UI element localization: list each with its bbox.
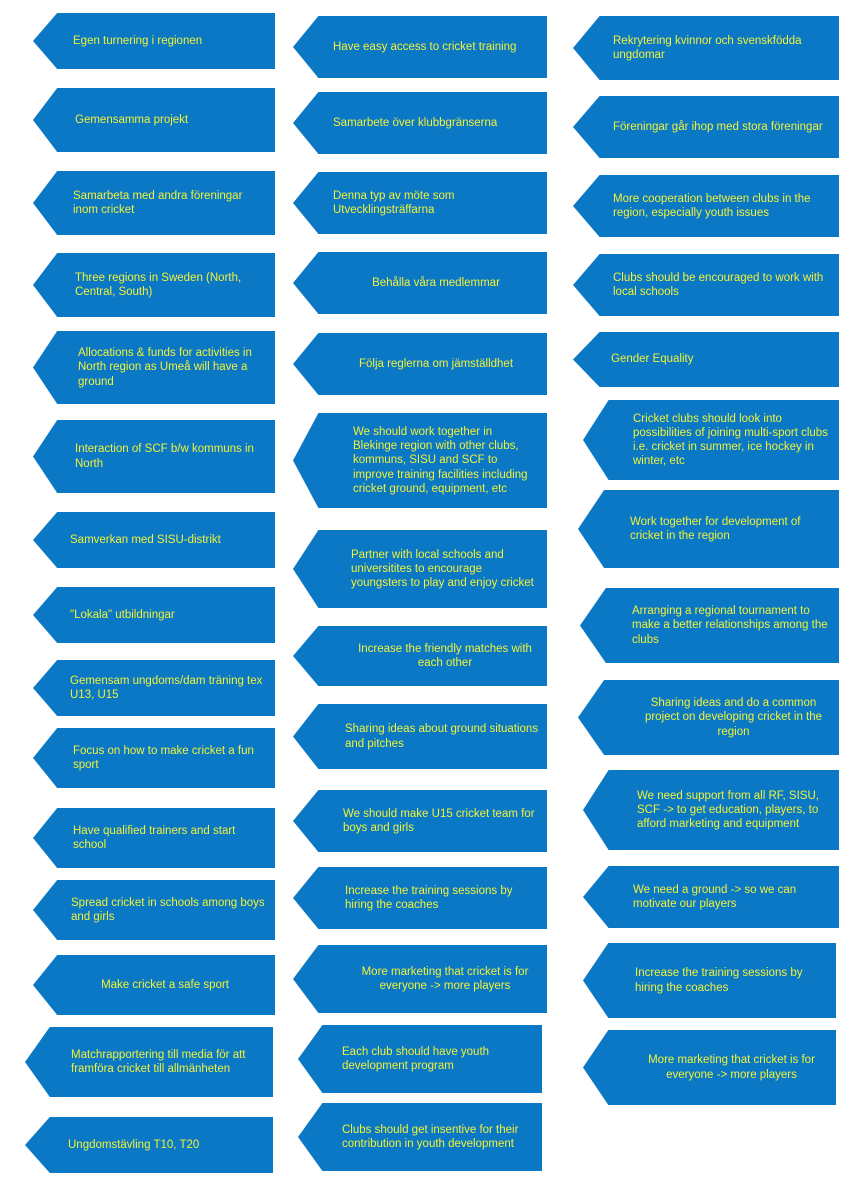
idea-arrow: Samarbeta med andra föreningar inom cric…	[33, 171, 275, 235]
idea-arrow: We need a ground -> so we can motivate o…	[583, 866, 839, 928]
idea-arrow: Increase the training sessions by hiring…	[583, 943, 836, 1018]
idea-text: Increase the training sessions by hiring…	[635, 967, 803, 994]
idea-arrow: Increase the friendly matches with each …	[293, 626, 547, 686]
idea-text: Sharing ideas and do a common project on…	[644, 697, 823, 738]
idea-text: Samarbete över klubbgränserna	[333, 116, 498, 129]
idea-arrow: Partner with local schools and universit…	[293, 530, 547, 608]
idea-text: We need support from all RF, SISU, SCF -…	[637, 789, 819, 830]
idea-text: Rekrytering kvinnor och svenskfödda ungd…	[613, 34, 802, 61]
idea-arrow: Föreningar går ihop med stora föreningar	[573, 96, 839, 158]
idea-arrow: Sharing ideas about ground situations an…	[293, 704, 547, 769]
idea-arrow: We should work together in Blekinge regi…	[293, 413, 547, 508]
idea-arrow: Gemensam ungdoms/dam träning tex U13, U1…	[33, 660, 275, 716]
idea-arrow: Matchrapportering till media för att fra…	[25, 1027, 273, 1097]
idea-arrow: We should make U15 cricket team for boys…	[293, 790, 547, 852]
idea-text: We should make U15 cricket team for boys…	[343, 807, 535, 834]
idea-text: Allocations & funds for activities in No…	[78, 347, 252, 388]
idea-text: Interaction of SCF b/w kommuns in North	[75, 443, 254, 470]
idea-arrow: Följa reglerna om jämställdhet	[293, 333, 547, 395]
idea-arrow: Have easy access to cricket training	[293, 16, 547, 78]
idea-text: Egen turnering i regionen	[73, 34, 203, 47]
idea-arrow: Each club should have youth development …	[298, 1025, 542, 1093]
idea-text: Ungdomstävling T10, T20	[68, 1138, 200, 1151]
idea-arrow: Rekrytering kvinnor och svenskfödda ungd…	[573, 16, 839, 80]
idea-text: Focus on how to make cricket a fun sport	[73, 744, 254, 771]
idea-text: Cricket clubs should look into possibili…	[633, 412, 828, 468]
idea-arrow: Make cricket a safe sport	[33, 955, 275, 1015]
idea-text: More cooperation between clubs in the re…	[613, 192, 811, 219]
idea-arrow: Samverkan med SISU-distrikt	[33, 512, 275, 568]
idea-arrow: "Lokala" utbildningar	[33, 587, 275, 643]
idea-arrow: Arranging a regional tournament to make …	[580, 588, 839, 663]
idea-text: Arranging a regional tournament to make …	[632, 605, 828, 646]
idea-text: Gender Equality	[611, 353, 694, 366]
idea-text: Samarbeta med andra föreningar inom cric…	[73, 189, 243, 216]
idea-arrow: Gemensamma projekt	[33, 88, 275, 152]
idea-arrow: Clubs should be encouraged to work with …	[573, 254, 839, 316]
idea-text: Make cricket a safe sport	[101, 978, 229, 991]
idea-text: Spread cricket in schools among boys and…	[71, 896, 265, 923]
idea-text: Increase the friendly matches with each …	[358, 642, 532, 669]
idea-arrow: Work together for development of cricket…	[578, 490, 839, 568]
idea-text: Matchrapportering till media för att fra…	[71, 1048, 246, 1075]
idea-text: Samverkan med SISU-distrikt	[70, 533, 221, 546]
idea-arrow: Increase the training sessions by hiring…	[293, 867, 547, 929]
idea-text: Följa reglerna om jämställdhet	[358, 357, 514, 370]
idea-text: Sharing ideas about ground situations an…	[345, 723, 539, 750]
idea-arrow: More marketing that cricket is for every…	[293, 945, 547, 1013]
idea-arrow: Denna typ av möte som Utvecklingsträffar…	[293, 172, 547, 234]
idea-arrow: More marketing that cricket is for every…	[583, 1030, 836, 1105]
idea-arrow: Interaction of SCF b/w kommuns in North	[33, 420, 275, 493]
idea-text: Each club should have youth development …	[342, 1045, 490, 1072]
idea-text: Have qualified trainers and start school	[73, 824, 236, 851]
idea-arrow: Clubs should get insentive for their con…	[298, 1103, 542, 1171]
idea-arrow: Gender Equality	[573, 332, 839, 387]
idea-text: Gemensam ungdoms/dam träning tex U13, U1…	[70, 674, 263, 701]
idea-text: Increase the training sessions by hiring…	[345, 884, 513, 911]
idea-text: Behålla våra medlemmar	[372, 276, 500, 289]
idea-arrow: Have qualified trainers and start school	[33, 808, 275, 868]
idea-text: We need a ground -> so we can motivate o…	[633, 883, 797, 910]
idea-text: Clubs should get insentive for their con…	[342, 1123, 519, 1150]
idea-arrow: Sharing ideas and do a common project on…	[578, 680, 839, 755]
idea-arrow: Three regions in Sweden (North, Central,…	[33, 253, 275, 317]
idea-arrow: Spread cricket in schools among boys and…	[33, 880, 275, 940]
idea-text: Denna typ av möte som Utvecklingsträffar…	[333, 189, 455, 216]
idea-arrow: Focus on how to make cricket a fun sport	[33, 728, 275, 788]
idea-text: More marketing that cricket is for every…	[361, 965, 529, 992]
idea-text: Partner with local schools and universit…	[351, 548, 534, 589]
idea-arrow: Behålla våra medlemmar	[293, 252, 547, 314]
idea-arrow: Ungdomstävling T10, T20	[25, 1117, 273, 1173]
idea-arrow: We need support from all RF, SISU, SCF -…	[583, 770, 839, 850]
idea-arrow: Cricket clubs should look into possibili…	[583, 400, 839, 480]
idea-text: Clubs should be encouraged to work with …	[613, 271, 824, 298]
idea-text: Have easy access to cricket training	[333, 40, 517, 53]
idea-text: Work together for development of cricket…	[630, 515, 801, 542]
idea-text: "Lokala" utbildningar	[70, 608, 175, 621]
idea-text: More marketing that cricket is for every…	[648, 1054, 815, 1081]
idea-text: Three regions in Sweden (North, Central,…	[75, 271, 242, 298]
idea-arrow: Allocations & funds for activities in No…	[33, 331, 275, 404]
idea-text: Gemensamma projekt	[75, 113, 189, 126]
idea-arrow: More cooperation between clubs in the re…	[573, 175, 839, 237]
idea-arrow: Egen turnering i regionen	[33, 13, 275, 69]
idea-text: Föreningar går ihop med stora föreningar	[613, 120, 823, 133]
idea-text: We should work together in Blekinge regi…	[353, 426, 528, 495]
idea-arrow: Samarbete över klubbgränserna	[293, 92, 547, 154]
